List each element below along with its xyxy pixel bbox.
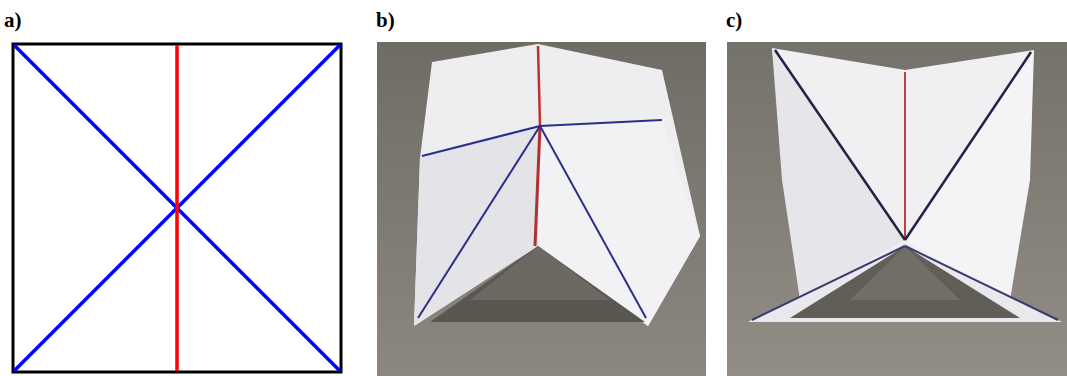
panel-label: c) bbox=[726, 10, 742, 31]
folded-paper-photo bbox=[377, 42, 706, 376]
folded-paper-photo bbox=[727, 42, 1067, 376]
panel-label: b) bbox=[376, 10, 395, 31]
crease-pattern bbox=[13, 44, 341, 372]
panel-label: a) bbox=[4, 10, 22, 31]
